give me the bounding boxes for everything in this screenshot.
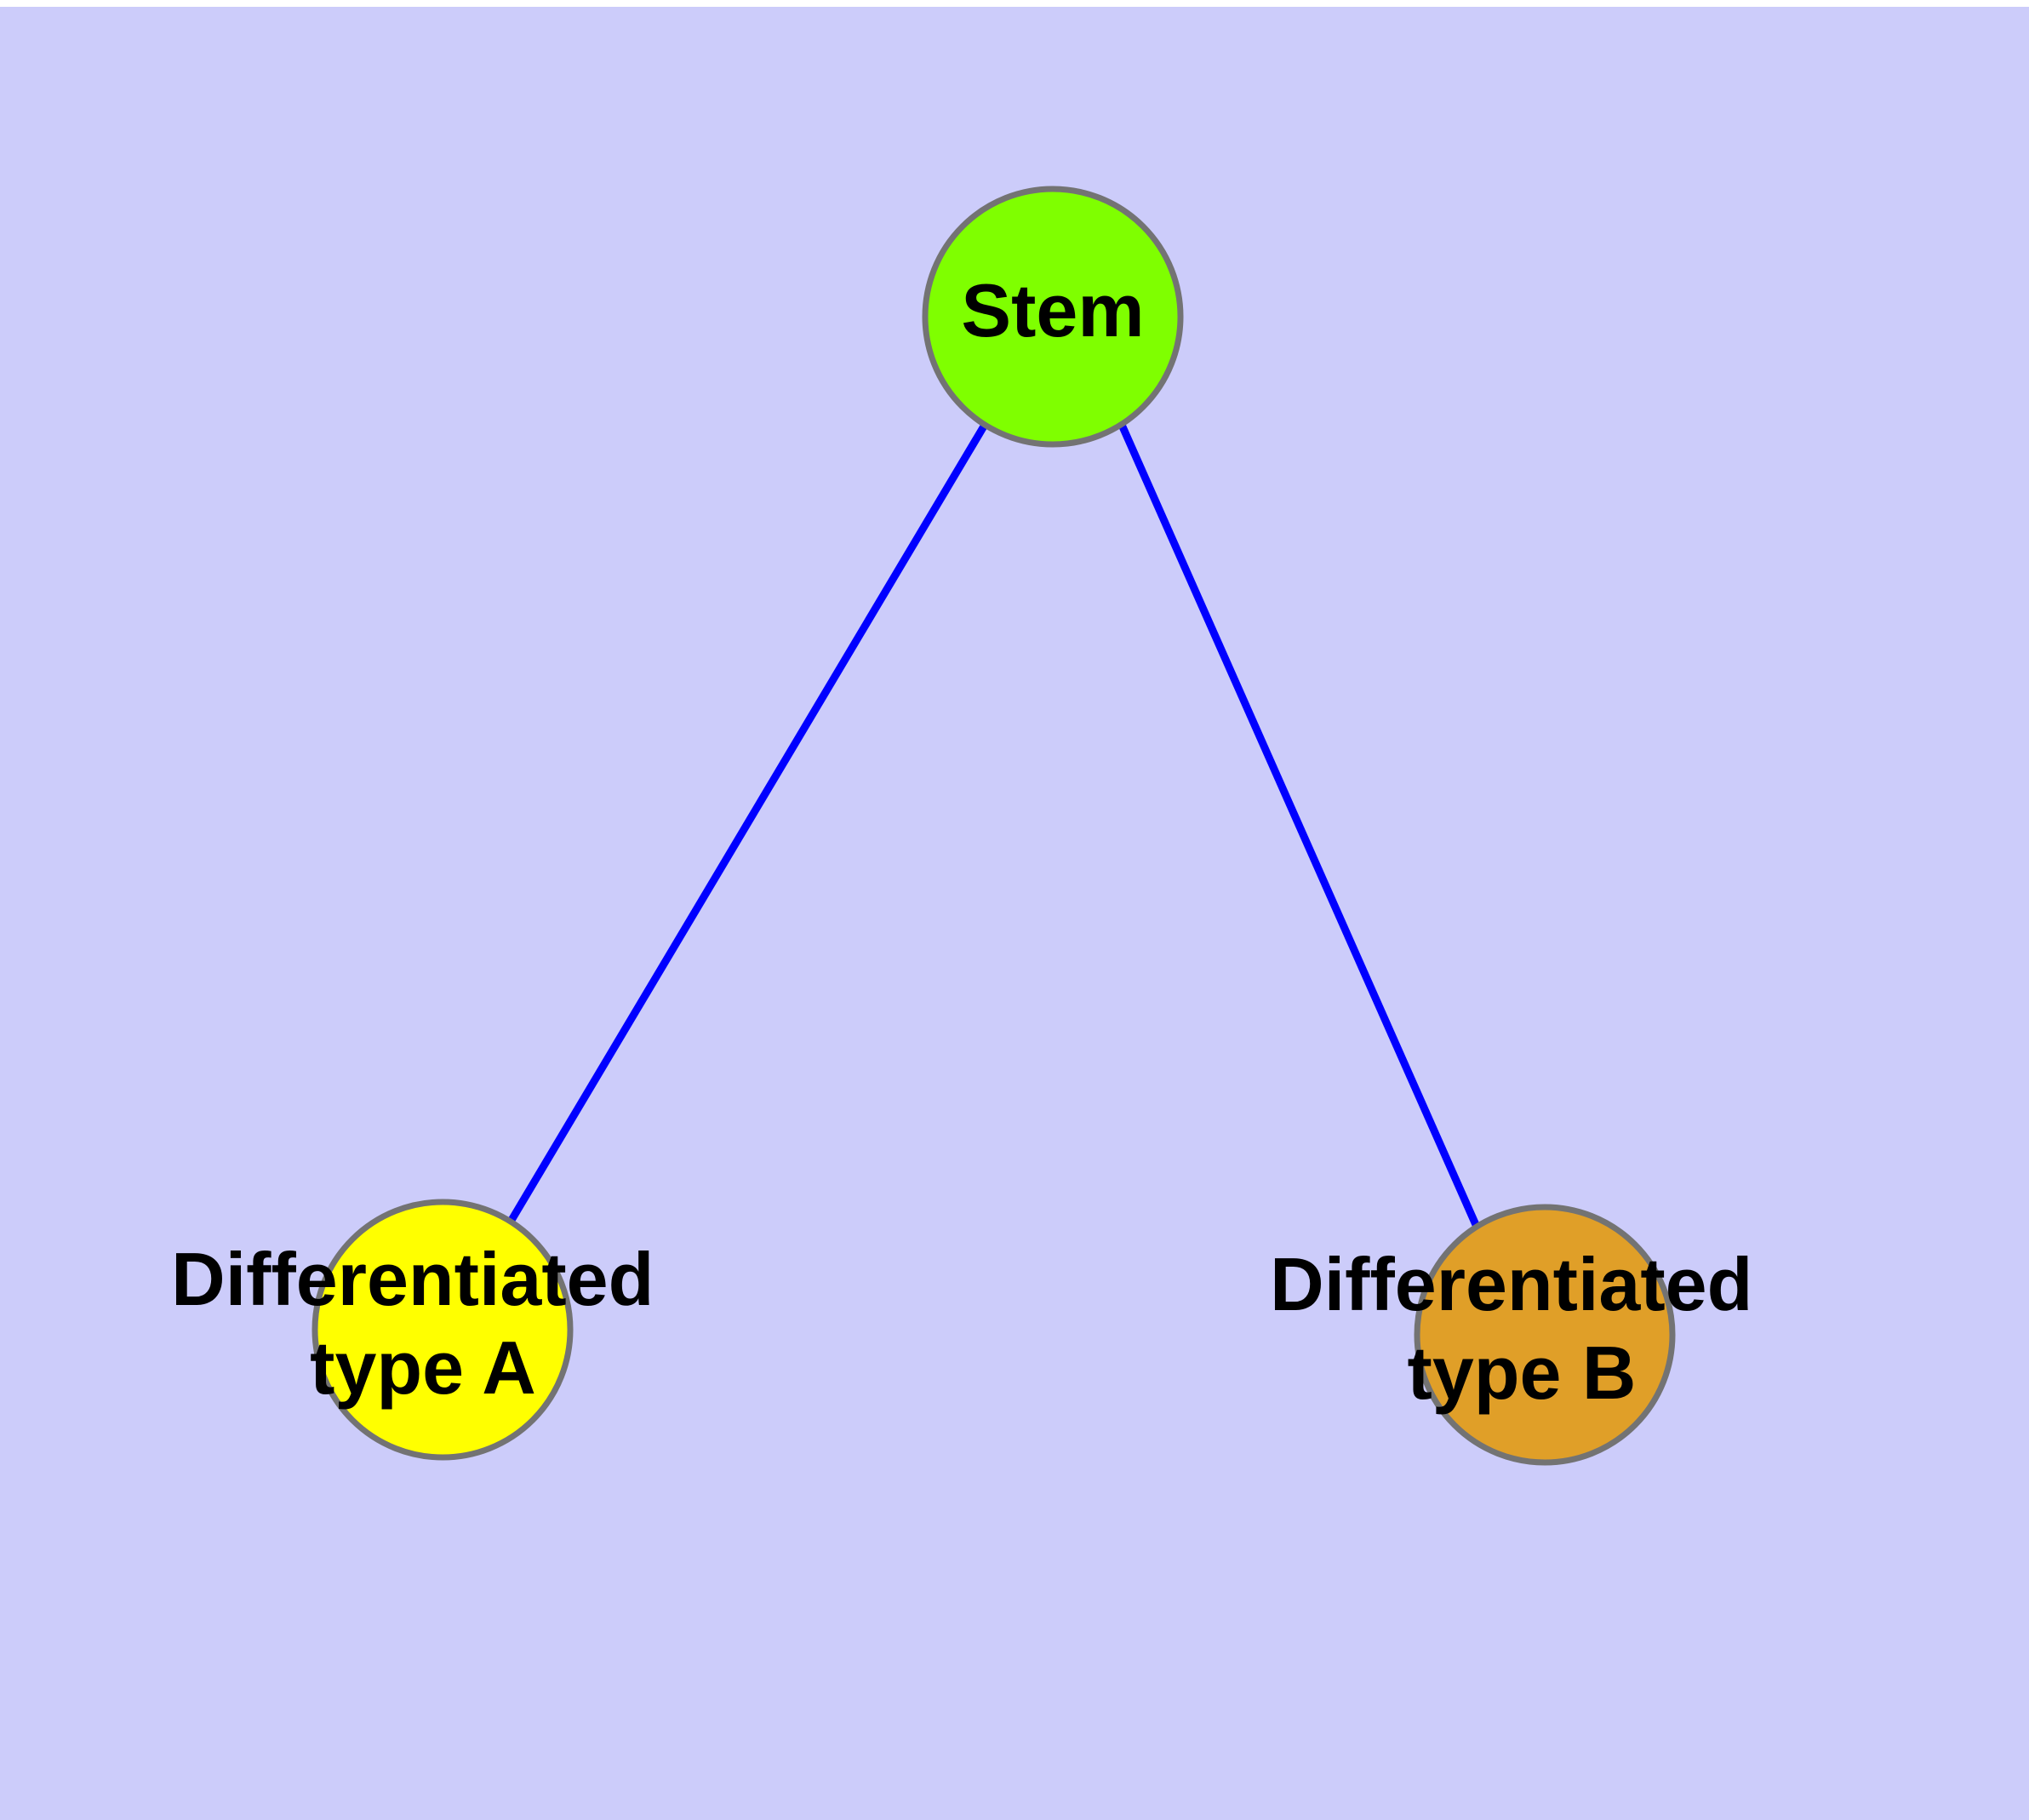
- node-differentiated-type-b-label: Differentiated type B: [1270, 1242, 1774, 1415]
- node-stem-label-line1: Stem: [961, 268, 1144, 352]
- node-layer: [311, 186, 1676, 1466]
- node-differentiated-type-b-label-line2: type B: [1408, 1331, 1637, 1415]
- node-differentiated-type-a-circle[interactable]: [311, 1199, 574, 1461]
- node-differentiated-type-a-label: Differentiated type A: [171, 1237, 675, 1410]
- node-stem[interactable]: [922, 186, 1184, 448]
- node-differentiated-type-a-label-line1: Differentiated: [171, 1237, 654, 1321]
- node-differentiated-type-a-label-line2: type A: [310, 1325, 536, 1410]
- node-differentiated-type-a[interactable]: [311, 1199, 574, 1461]
- edge-stem-to-differentiated-type-b[interactable]: [1117, 423, 1481, 1228]
- node-differentiated-type-b-circle[interactable]: [1414, 1204, 1676, 1466]
- label-layer: Stem Differentiated type A Differentiate…: [171, 268, 1774, 1415]
- edge-layer: [507, 422, 1481, 1228]
- node-stem-circle[interactable]: [922, 186, 1184, 448]
- edge-stem-to-differentiated-type-a[interactable]: [507, 422, 988, 1224]
- node-differentiated-type-b[interactable]: [1414, 1204, 1676, 1466]
- node-differentiated-type-b-label-line1: Differentiated: [1270, 1242, 1752, 1326]
- node-stem-label: Stem: [961, 268, 1144, 352]
